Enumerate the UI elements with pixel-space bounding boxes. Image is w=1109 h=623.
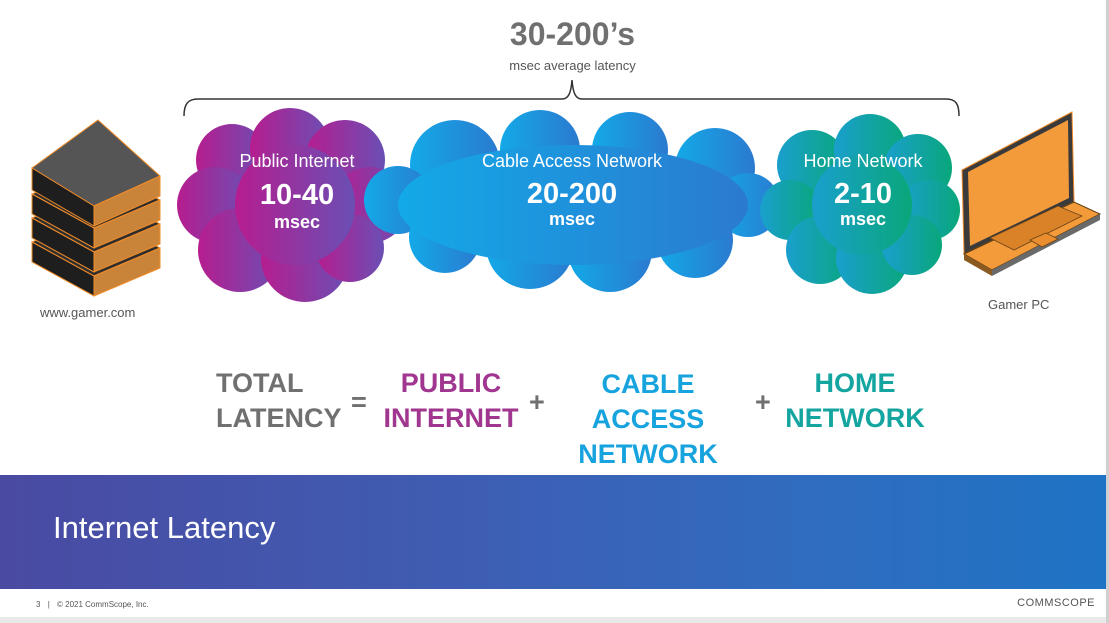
eq-total-latency: TOTAL LATENCY: [216, 366, 342, 436]
total-latency-caption: msec average latency: [509, 58, 636, 73]
footer-separator: |: [47, 600, 50, 609]
cable-access-value: 20-200: [526, 178, 618, 210]
copyright-text: © 2021 CommScope, Inc.: [57, 600, 149, 609]
eq-home-line2: NETWORK: [785, 403, 925, 433]
cable-access-label-group: Cable Access Network 20-200 msec: [452, 151, 692, 230]
commscope-logo: COMMSCOPE: [1017, 597, 1095, 609]
page-number: 3: [36, 600, 41, 609]
eq-equals-sign: =: [351, 387, 367, 417]
eq-cable-access: CABLE ACCESS NETWORK: [548, 367, 748, 472]
eq-public-line1: PUBLIC: [400, 368, 502, 398]
footer-divider: [0, 617, 1109, 623]
public-internet-value: 10-40: [259, 179, 335, 211]
server-label: www.gamer.com: [40, 305, 136, 320]
title-banner: [0, 475, 1109, 589]
eq-cable-line2: NETWORK: [578, 439, 718, 469]
latency-bracket: [183, 79, 960, 117]
public-internet-label-group: Public Internet 10-40 msec: [207, 151, 387, 233]
eq-home-network: HOME NETWORK: [780, 366, 930, 436]
eq-public-internet: PUBLIC INTERNET: [380, 366, 522, 436]
home-network-unit: msec: [839, 209, 887, 229]
cable-access-name: Cable Access Network: [481, 151, 663, 171]
laptop-icon: [961, 111, 1102, 276]
network-diagram: [30, 79, 1102, 302]
eq-total-line2: LATENCY: [216, 403, 342, 433]
home-network-value: 2-10: [833, 178, 893, 210]
eq-home-line1: HOME: [814, 368, 896, 398]
footer-left: 3 | © 2021 CommScope, Inc.: [36, 600, 149, 609]
home-network-cloud: [760, 114, 960, 294]
slide-title: Internet Latency: [53, 510, 276, 545]
server-stack-icon: [30, 119, 162, 297]
eq-public-line2: INTERNET: [383, 403, 519, 433]
window-edge: [1106, 0, 1109, 623]
public-internet-unit: msec: [273, 212, 321, 232]
home-network-name: Home Network: [803, 151, 923, 171]
eq-plus-sign-2: +: [755, 387, 771, 417]
public-internet-name: Public Internet: [239, 151, 355, 171]
eq-cable-line1: CABLE ACCESS: [591, 369, 705, 434]
cable-access-unit: msec: [548, 209, 596, 229]
eq-total-line1: TOTAL: [216, 368, 304, 398]
eq-plus-sign-1: +: [529, 387, 545, 417]
pc-label: Gamer PC: [988, 297, 1050, 312]
home-network-label-group: Home Network 2-10 msec: [778, 151, 948, 230]
total-latency-range: 30-200’s: [509, 16, 636, 52]
